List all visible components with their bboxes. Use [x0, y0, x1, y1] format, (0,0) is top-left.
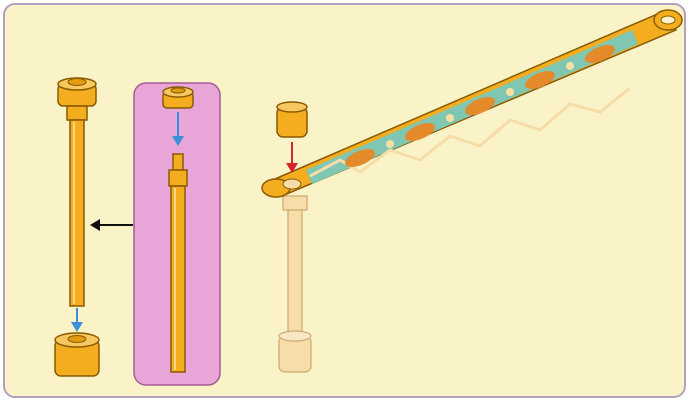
round-brick-icon	[277, 102, 307, 137]
step-1-assembly	[55, 78, 133, 376]
round-brick-icon	[55, 333, 99, 376]
round-stud-icon	[58, 78, 96, 106]
sub-assembly-callout	[134, 83, 220, 385]
bar-icon	[279, 196, 311, 372]
arrow-icon	[90, 219, 133, 231]
arrow-icon	[286, 142, 298, 173]
strap-piece-icon	[262, 10, 682, 197]
step-2-assembly	[262, 10, 682, 372]
bar-icon	[67, 106, 87, 306]
arrow-icon	[71, 308, 83, 332]
